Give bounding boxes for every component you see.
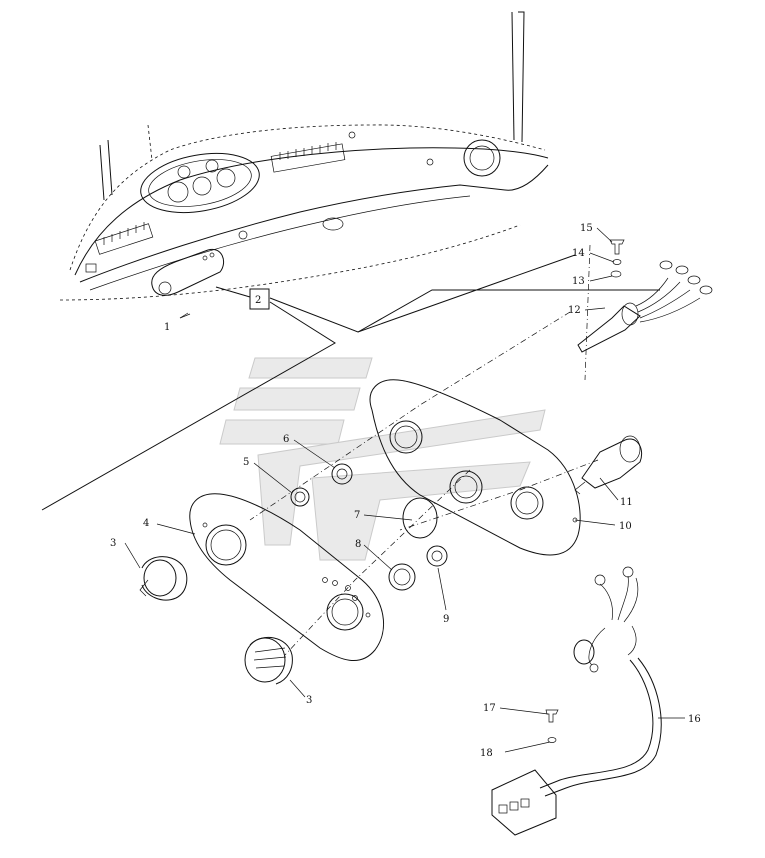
dashboard-assembly (59, 11, 549, 301)
callout-3-left: 3 (110, 538, 116, 549)
callout-7: 7 (354, 510, 360, 521)
callout-9: 9 (443, 614, 449, 625)
callout-labels: 1 2 3 3 4 5 6 7 8 9 10 11 12 13 14 15 16… (110, 223, 701, 759)
callout-6: 6 (283, 434, 289, 445)
callout-1: 1 (164, 322, 170, 333)
callout-18: 18 (480, 748, 493, 759)
callout-13: 13 (572, 276, 585, 287)
callout-12: 12 (568, 305, 581, 316)
callout-11: 11 (620, 497, 633, 508)
callout-16: 16 (688, 714, 701, 725)
callout-2: 2 (255, 295, 261, 306)
callout-10: 10 (619, 521, 632, 532)
leader-lines (41, 244, 660, 656)
callout-4: 4 (143, 518, 149, 529)
callout-leaders (124, 227, 685, 753)
watermark-logo (219, 357, 546, 561)
callout-8: 8 (355, 539, 361, 550)
front-plate (189, 493, 385, 662)
wiring-harness (491, 566, 662, 836)
rear-plate (369, 379, 581, 556)
callout-3-bottom: 3 (306, 695, 312, 706)
callout-box-2 (249, 288, 270, 310)
small-parts (139, 239, 713, 743)
callout-14: 14 (572, 248, 585, 259)
callout-17: 17 (483, 703, 496, 714)
callout-15: 15 (580, 223, 593, 234)
callout-5: 5 (243, 457, 249, 468)
